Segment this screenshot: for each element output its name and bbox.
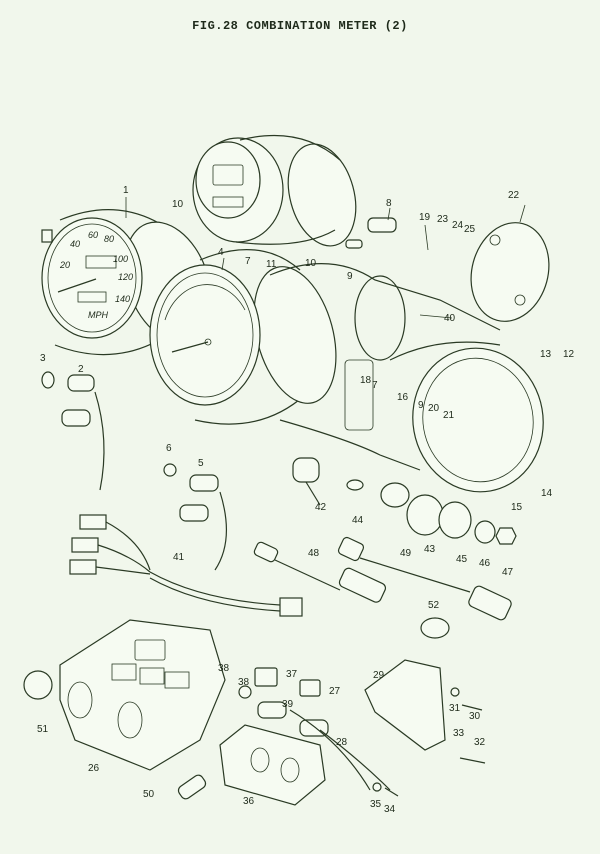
callout-22: 22	[508, 190, 520, 201]
callout-51: 51	[37, 724, 49, 735]
callout-39: 39	[282, 699, 294, 710]
callout-29: 29	[373, 670, 385, 681]
fuel-gauge	[192, 134, 357, 247]
callout-34: 34	[384, 804, 396, 815]
callout-3: 3	[40, 353, 46, 364]
callout-25: 25	[464, 224, 476, 235]
dial-80: 80	[104, 234, 114, 244]
leader-lines	[125, 197, 526, 319]
callout-36: 36	[243, 796, 255, 807]
callout-13: 13	[540, 349, 552, 360]
callout-15: 15	[511, 502, 523, 513]
bulb-sockets	[41, 217, 397, 571]
callout-37: 37	[286, 669, 298, 680]
callout-26: 26	[88, 763, 100, 774]
callout-6: 6	[166, 443, 172, 454]
indicator-panel	[23, 619, 226, 800]
dial-40: 40	[70, 239, 80, 249]
callout-9b: 9	[418, 400, 424, 411]
callout-11: 11	[266, 259, 277, 270]
callout-7b: 7	[372, 380, 378, 391]
meter-housing	[269, 263, 501, 471]
callout-31: 31	[449, 703, 461, 714]
callout-5: 5	[198, 458, 204, 469]
callout-41: 41	[173, 552, 185, 563]
rear-housing	[389, 341, 544, 493]
figure-title: FIG.28 COMBINATION METER (2)	[192, 19, 408, 33]
callout-20: 20	[428, 403, 440, 414]
callout-27: 27	[329, 686, 341, 697]
callout-18: 18	[360, 375, 372, 386]
callout-32: 32	[474, 737, 486, 748]
callout-1: 1	[123, 185, 129, 196]
callout-50: 50	[143, 789, 155, 800]
odometer-window	[85, 255, 117, 269]
callout-35: 35	[370, 799, 382, 810]
dial-60: 60	[88, 230, 98, 240]
callout-14: 14	[541, 488, 553, 499]
meter-cables	[253, 536, 512, 639]
callout-43: 43	[424, 544, 436, 555]
callout-4: 4	[218, 247, 224, 258]
callout-28: 28	[336, 737, 348, 748]
callout-23: 23	[437, 214, 449, 225]
callout-42: 42	[315, 502, 327, 513]
tach-needle	[171, 341, 209, 353]
callout-30: 30	[469, 711, 481, 722]
meter-cover	[470, 222, 550, 322]
callout-10a: 10	[172, 199, 184, 210]
dial-100: 100	[113, 254, 128, 264]
dial-120: 120	[118, 272, 133, 282]
callout-33: 33	[453, 728, 465, 739]
callout-numbers: 1 2 3 4 5 6 7 7 8 9 9 10 10 11 12 13 14 …	[37, 185, 575, 815]
callout-10b: 10	[305, 258, 317, 269]
tachometer	[149, 249, 337, 425]
callout-7a: 7	[245, 256, 251, 267]
callout-48: 48	[308, 548, 320, 559]
callout-19: 19	[419, 212, 431, 223]
callout-40: 40	[444, 313, 456, 324]
callout-16: 16	[397, 392, 409, 403]
callout-47: 47	[502, 567, 514, 578]
callout-38a: 38	[218, 663, 230, 674]
callout-52: 52	[428, 600, 440, 611]
speedo-needle	[57, 278, 97, 293]
callout-49: 49	[400, 548, 412, 559]
callout-38b: 38	[238, 677, 250, 688]
callout-45: 45	[456, 554, 468, 565]
wire-harness	[69, 514, 303, 617]
callout-8: 8	[386, 198, 392, 209]
dial-mph: MPH	[88, 310, 109, 320]
callout-12: 12	[563, 349, 575, 360]
callout-21: 21	[443, 410, 455, 421]
lower-bracket	[219, 659, 486, 806]
callout-24: 24	[452, 220, 464, 231]
bolt-and-washers	[292, 457, 517, 545]
tripmeter-window	[77, 291, 107, 303]
callout-9a: 9	[347, 271, 353, 282]
dial-20: 20	[59, 260, 70, 270]
callout-44: 44	[352, 515, 364, 526]
dial-140: 140	[115, 294, 130, 304]
callout-46: 46	[479, 558, 491, 569]
callout-2: 2	[78, 364, 84, 375]
